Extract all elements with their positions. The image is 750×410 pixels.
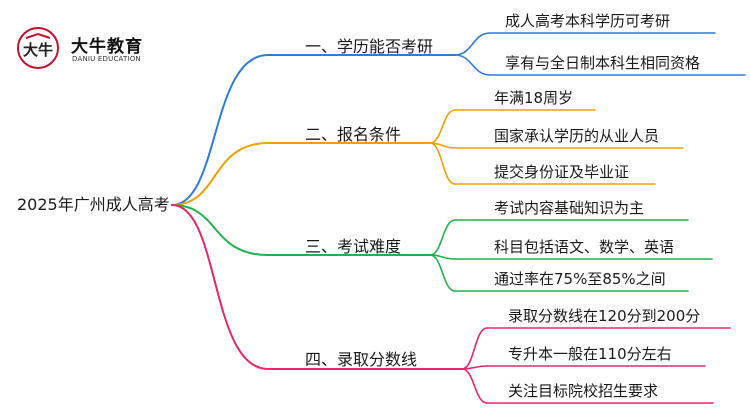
leaf-label: 成人高考本科学历可考研 — [505, 12, 671, 30]
root-connector — [171, 54, 269, 206]
branch-label: 四、录取分数线 — [305, 350, 418, 369]
leaf-label: 国家承认学历的从业人员 — [494, 127, 660, 145]
leaf-label: 享有与全日制本科生相同资格 — [505, 54, 701, 72]
leaf-connector — [454, 32, 491, 56]
branch-label: 二、报名条件 — [305, 125, 402, 144]
leaf-label: 提交身份证及毕业证 — [494, 163, 630, 181]
branch-label: 一、学历能否考研 — [305, 37, 434, 56]
logo-mark-icon: 大牛 — [17, 27, 59, 69]
leaf-label: 录取分数线在120分到200分 — [508, 307, 701, 325]
leaf-connector — [429, 254, 456, 292]
leaf-label: 通过率在75%至85%之间 — [494, 270, 666, 288]
logo-name: 大牛教育 — [71, 37, 143, 57]
root-connector — [171, 142, 269, 206]
root-topic: 2025年广州成人高考 — [17, 195, 170, 214]
root-connector — [171, 204, 269, 256]
leaf-connector — [461, 368, 488, 404]
leaf-connector — [454, 54, 491, 76]
leaf-label: 关注目标院校招生要求 — [508, 382, 659, 400]
leaf-label: 年满18周岁 — [494, 89, 574, 107]
leaf-label: 科目包括语文、数学、英语 — [494, 238, 675, 256]
logo-subtitle: DANIU EDUCATION — [72, 55, 141, 63]
leaf-connector — [429, 142, 456, 185]
leaf-label: 专升本一般在110分左右 — [508, 345, 672, 363]
leaf-connector — [429, 219, 456, 256]
leaf-label: 考试内容基础知识为主 — [494, 199, 645, 217]
logo-mark-text: 大牛 — [23, 41, 53, 59]
logo: 大牛 大牛教育 DANIU EDUCATION — [14, 24, 184, 72]
leaf-connector — [461, 327, 488, 370]
root-connector — [171, 204, 269, 370]
branch-label: 三、考试难度 — [305, 237, 402, 256]
leaf-connector — [429, 109, 456, 144]
